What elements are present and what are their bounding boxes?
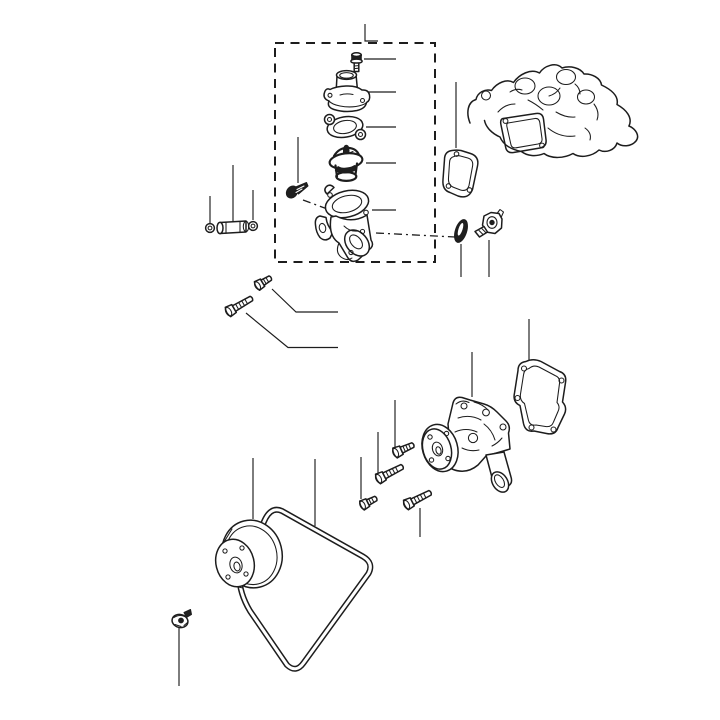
outlet-bolt (350, 52, 396, 73)
temperature-sensor (474, 208, 505, 277)
pump-bolt-1 (390, 400, 417, 460)
pump-bolt-3 (357, 457, 380, 512)
pulley (214, 458, 283, 589)
stud (216, 165, 250, 235)
bolt-upper-callout-line (271, 288, 338, 313)
fan-belt (236, 459, 374, 672)
water-outlet-cover (323, 69, 396, 113)
pulley-bolt (171, 609, 192, 686)
bolt-upper (252, 272, 338, 313)
sensor-washer (454, 219, 468, 277)
thermostat (328, 144, 396, 183)
water-pump (421, 352, 513, 493)
housing-gasket (442, 82, 479, 198)
detail-box-callout-line (364, 24, 378, 42)
detail-box (274, 24, 436, 263)
cylinder-head (467, 64, 639, 159)
thermostat-housing (314, 184, 456, 263)
washer-ring-left (204, 196, 216, 234)
housing-to-washer-dash-line (375, 232, 456, 238)
water-pump-gasket (513, 319, 567, 435)
bolt-lower (222, 292, 338, 349)
outlet-gasket (323, 113, 396, 141)
washer-ring-right (247, 190, 259, 232)
bleed-screw (285, 137, 331, 211)
pump-bolt-2 (373, 432, 407, 486)
pump-bolt-4 (401, 486, 435, 537)
bolt-lower-callout-line (245, 312, 338, 349)
